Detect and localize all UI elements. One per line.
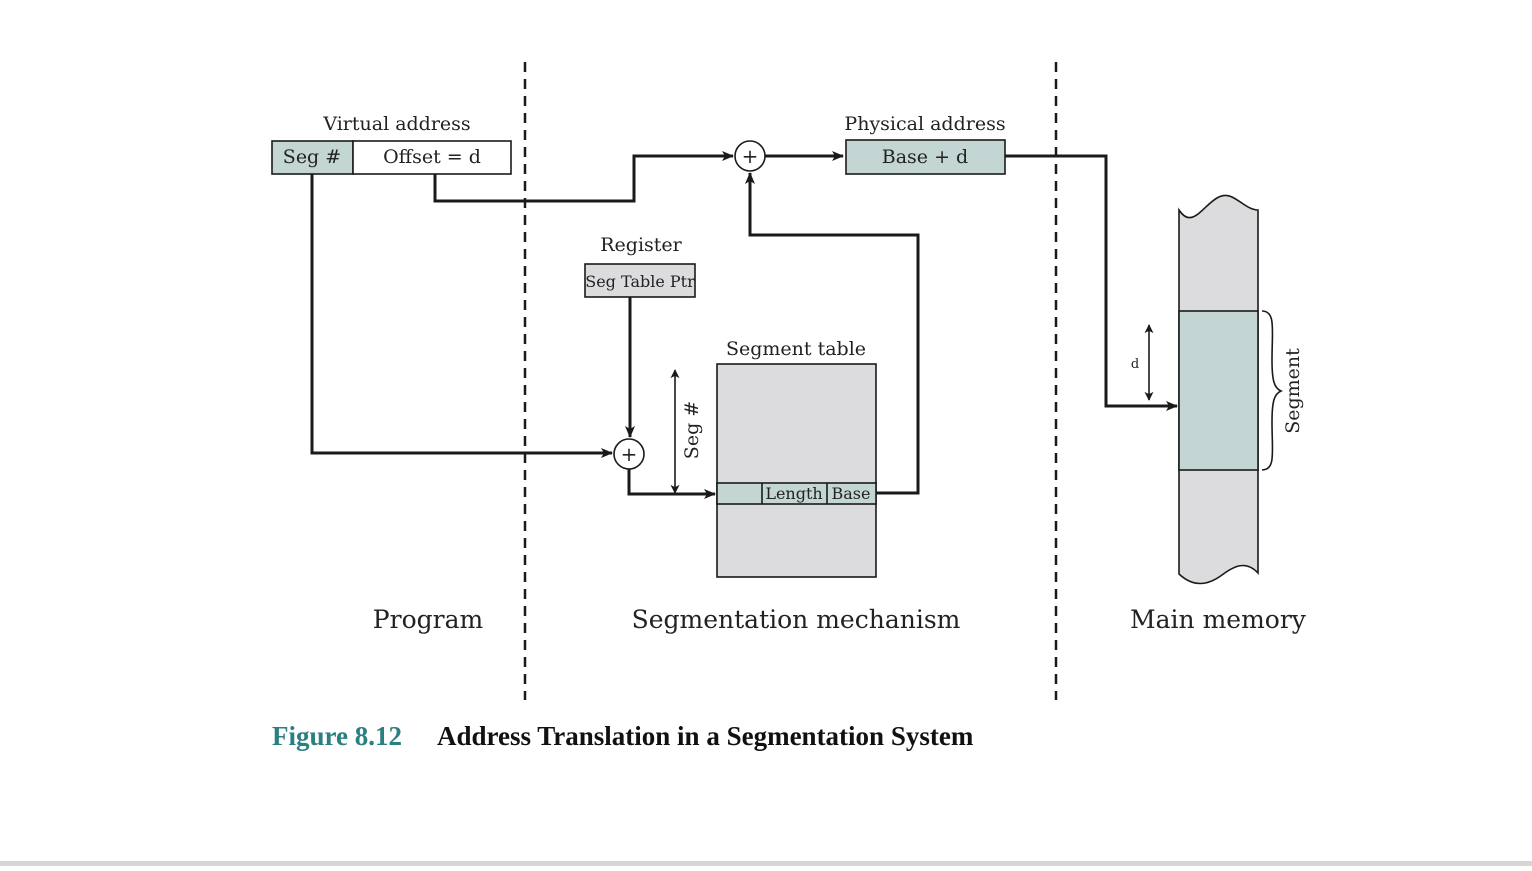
bottom-border	[0, 861, 1532, 866]
segment-table-label: Segment table	[726, 338, 866, 360]
seg-table-ptr-text: Seg Table Ptr	[585, 272, 695, 291]
region-memory: Main memory	[1130, 605, 1307, 634]
offset-field-text: Offset = d	[383, 146, 481, 168]
physical-to-memory	[1005, 154, 1178, 411]
offset-field	[352, 140, 512, 175]
register-label: Register	[600, 234, 682, 256]
memory-segment	[1178, 310, 1259, 471]
offset-d-label: d	[1131, 357, 1139, 372]
region-mechanism: Segmentation mechanism	[632, 605, 961, 634]
segment-label: Segment	[1282, 348, 1304, 434]
lower-adder-symbol: +	[621, 442, 638, 466]
figure-number: Figure 8.12	[272, 721, 402, 751]
length-column: Length	[765, 484, 822, 503]
lower-adder-to-table	[627, 469, 716, 499]
seg-table-ptr-register	[584, 263, 696, 298]
virtual-address-label: Virtual address	[322, 113, 470, 135]
base-column: Base	[832, 484, 871, 503]
seg-index-label: Seg #	[681, 401, 703, 459]
seg-to-lower-adder	[310, 174, 613, 458]
figure-title: Address Translation in a Segmentation Sy…	[437, 721, 974, 751]
physical-address-label: Physical address	[844, 113, 1005, 135]
top-adder-symbol: +	[742, 144, 759, 168]
segment-table	[716, 363, 877, 578]
region-program: Program	[373, 605, 484, 634]
offset-to-top-adder	[433, 151, 734, 203]
physical-address-value: Base + d	[882, 146, 968, 168]
seg-number-field-text: Seg #	[283, 146, 341, 168]
base-to-top-adder	[745, 172, 920, 495]
segment-brace	[1261, 310, 1284, 471]
